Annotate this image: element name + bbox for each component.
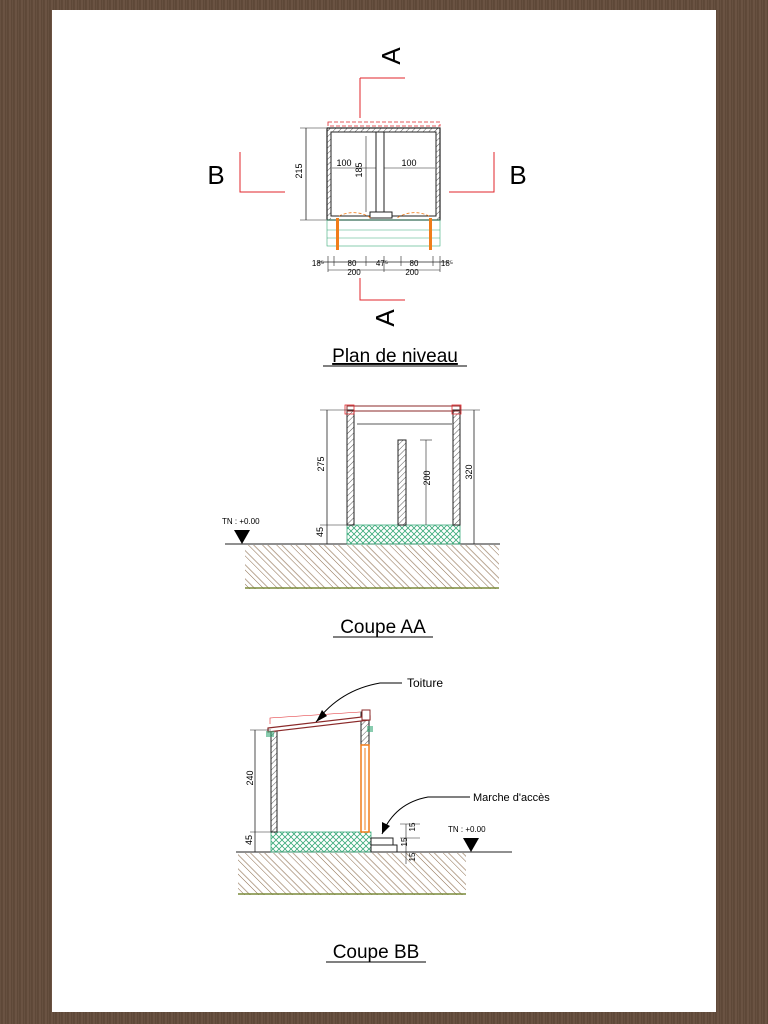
coupe-bb-title: Coupe BB: [333, 942, 420, 963]
label-toiture: Toiture: [407, 676, 443, 690]
plan-dim-right-width: 100: [401, 158, 416, 168]
plan-dim-bottom-3: 47⁵: [376, 259, 388, 268]
plan-dim-center: 185: [354, 162, 364, 177]
aa-ground-level: TN : +0.00: [222, 517, 260, 526]
bb-dim-wall-height: 240: [245, 770, 255, 785]
section-mark-a-bottom: A: [370, 309, 400, 327]
plan-dim-height: 215: [294, 163, 304, 178]
aa-dim-partition: 200: [422, 470, 432, 485]
plan-dim-bottom-5: 18⁵: [441, 259, 453, 268]
aa-dim-wall-height: 275: [316, 456, 326, 471]
plan-view: A A B B: [207, 47, 526, 327]
plan-title: Plan de niveau: [332, 346, 458, 367]
plan-dim-bottom-1: 18⁵: [312, 259, 324, 268]
bb-dim-step-3: 15: [408, 852, 417, 861]
bb-level-marker-icon: [463, 838, 479, 852]
section-mark-b-left: B: [207, 160, 224, 190]
section-mark-a-top: A: [376, 47, 406, 65]
plan-dim-total-left: 200: [347, 268, 361, 277]
roof-leader-arrow-icon: [316, 710, 327, 722]
bb-dim-base: 45: [244, 835, 254, 845]
plan-dim-total-right: 200: [405, 268, 419, 277]
aa-level-marker-icon: [234, 530, 250, 544]
bb-dim-step-2: 15: [400, 837, 409, 846]
bb-ground-level: TN : +0.00: [448, 825, 486, 834]
aa-dim-total: 320: [464, 464, 474, 479]
aa-dim-base: 45: [315, 527, 325, 537]
step-leader-arrow-icon: [382, 822, 390, 834]
coupe-aa-view: 275 45 200 320 TN : +0.00: [222, 404, 500, 589]
bb-dim-step-1: 15: [408, 822, 417, 831]
plan-dim-bottom-4: 80: [410, 259, 419, 268]
plan-walls: [326, 121, 441, 250]
plan-dim-left-width: 100: [336, 158, 351, 168]
plan-dim-bottom-2: 80: [348, 259, 357, 268]
coupe-aa-title: Coupe AA: [340, 617, 426, 638]
label-marche-acces: Marche d'accès: [473, 792, 550, 804]
section-line-a-bottom: [359, 278, 405, 301]
coupe-bb-view: 240 45 15 15 15 Toiture Marche d'accès T…: [236, 676, 550, 895]
section-line-b-left: [239, 152, 285, 193]
section-line-a-top: [359, 77, 405, 118]
section-mark-b-right: B: [509, 160, 526, 190]
section-line-b-right: [449, 152, 495, 193]
